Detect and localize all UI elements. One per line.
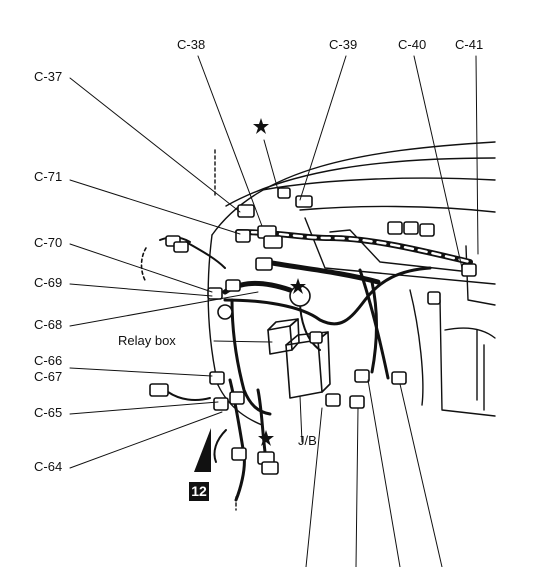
connector-label-c65: C-65 <box>34 405 63 420</box>
star-markers <box>253 118 306 446</box>
connector-label-c69: C-69 <box>34 275 63 290</box>
star-icon <box>290 278 306 294</box>
star-icon <box>258 430 274 446</box>
connector-label-c41: C-41 <box>455 37 484 52</box>
connector-group <box>149 187 477 475</box>
connector-label-c38: C-38 <box>177 37 206 52</box>
connector-label-c40: C-40 <box>398 37 427 52</box>
connector-label-c71: C-71 <box>34 169 63 184</box>
page-reference-badge: 12 <box>189 482 209 501</box>
relay-box-label: Relay box <box>118 333 176 348</box>
junction-block-label: J/B <box>298 433 317 448</box>
junction-block <box>285 331 331 399</box>
connector-label-c68: C-68 <box>34 317 63 332</box>
connector-label-c64: C-64 <box>34 459 63 474</box>
connector-label-c70: C-70 <box>34 235 63 250</box>
connector-label-c66: C-66 <box>34 353 63 368</box>
connector-label-c39: C-39 <box>329 37 358 52</box>
connector-label-c67: C-67 <box>34 369 63 384</box>
page-reference-pointer <box>194 428 211 472</box>
connector-label-c37: C-37 <box>34 69 63 84</box>
wiring-harness <box>140 229 473 502</box>
star-icon <box>253 118 269 134</box>
leader-lines <box>69 55 479 567</box>
relay-box <box>267 318 300 355</box>
